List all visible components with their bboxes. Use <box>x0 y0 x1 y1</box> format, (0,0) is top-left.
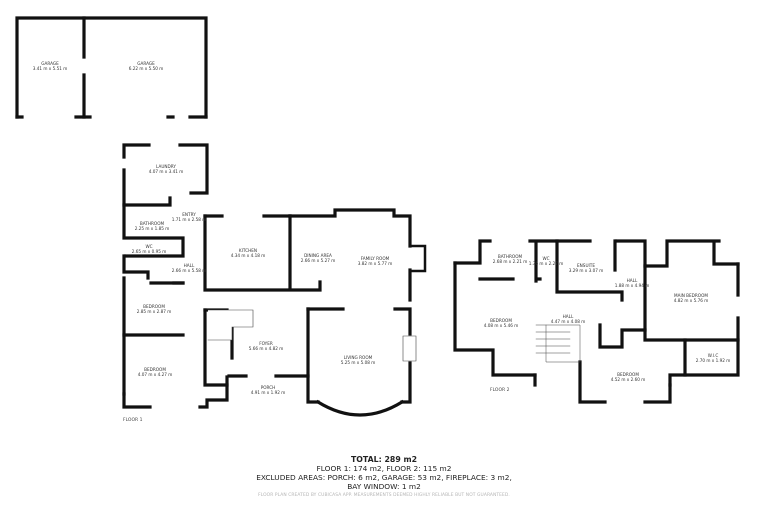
total-area: TOTAL: 289 m2 <box>350 455 418 464</box>
area-summary: TOTAL: 289 m2 FLOOR 1: 174 m2, FLOOR 2: … <box>0 455 768 491</box>
excluded-areas-cont: BAY WINDOW: 1 m2 <box>347 482 421 491</box>
floor1-fixtures <box>207 309 417 362</box>
floor-areas: FLOOR 1: 174 m2, FLOOR 2: 115 m2 <box>316 464 452 473</box>
disclaimer: FLOOR PLAN CREATED BY CUBICASA APP. MEAS… <box>258 493 510 498</box>
floor2-label: FLOOR 2 <box>490 388 510 393</box>
floor1-label: FLOOR 1 <box>123 418 143 423</box>
excluded-areas: EXCLUDED AREAS: PORCH: 6 m2, GARAGE: 53 … <box>256 473 512 482</box>
floor2-stairs <box>535 324 581 363</box>
floor1-walls <box>122 143 427 417</box>
floor2-walls <box>453 239 740 404</box>
garage-walls <box>15 16 208 119</box>
